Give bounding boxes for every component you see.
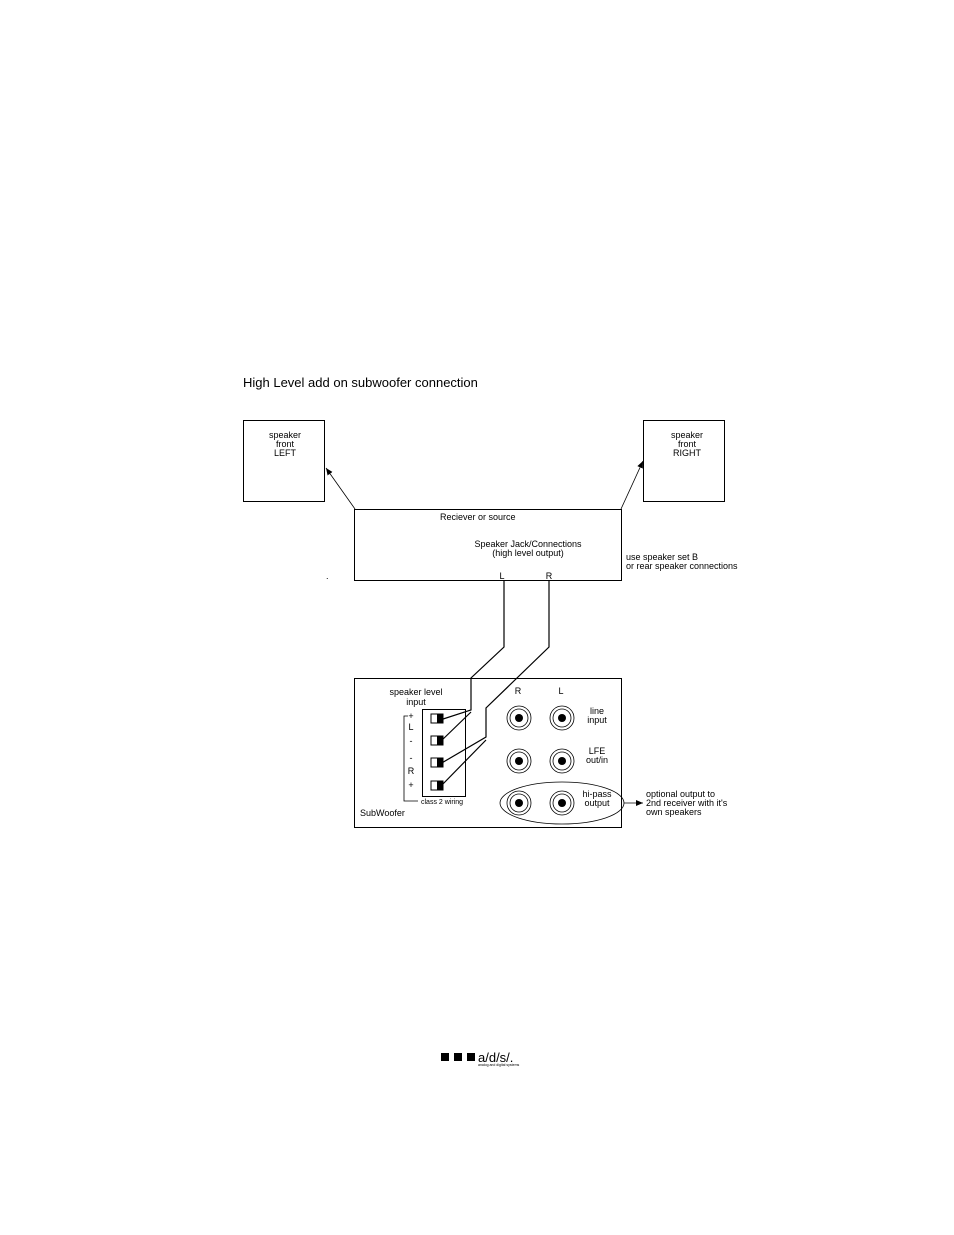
polarity-r-plus: + [408, 780, 413, 790]
polarity-r-minus: - [410, 753, 413, 763]
arrow-to-right-speaker [620, 460, 644, 510]
rca-jack-line-l [549, 705, 575, 731]
rca-column-l: L [558, 686, 563, 696]
lfe-label-2: out/in [586, 755, 608, 765]
rca-jack-line-r [506, 705, 532, 731]
optional-note-line1: optional output to [646, 789, 715, 799]
note-speaker-b-line1: use speaker set B [626, 552, 698, 562]
speaker-left-line1: speaker [269, 430, 301, 440]
polarity-l-minus: - [410, 736, 413, 746]
speaker-jack-sub: (high level output) [492, 548, 564, 558]
rca-jack-lfe-r [506, 748, 532, 774]
terminal-r-plus [430, 780, 444, 791]
speaker-right-line2: front [678, 439, 697, 449]
wire-right-channel-plus [439, 739, 487, 788]
speaker-level-label-1: speaker level [389, 687, 442, 697]
speaker-level-label-2: input [406, 697, 426, 707]
note-speaker-b-line2: or rear speaker connections [626, 561, 738, 571]
arrow-to-left-speaker [325, 467, 356, 510]
terminal-l-minus [430, 735, 444, 746]
diagram-title: High Level add on subwoofer connection [243, 375, 478, 390]
logo-square-1 [441, 1053, 449, 1061]
lfe-label-1: LFE [589, 746, 606, 756]
speaker-left-box [243, 420, 325, 502]
logo-square-2 [454, 1053, 462, 1061]
speaker-right-line3: RIGHT [673, 448, 702, 458]
wire-left-channel-minus [439, 711, 472, 743]
logo-text: a/d/s/. [478, 1050, 513, 1065]
class2-wiring-label: class 2 wiring [421, 799, 463, 806]
polarity-bracket [403, 715, 418, 802]
speaker-right-box [643, 420, 725, 502]
polarity-r: R [408, 766, 415, 776]
polarity-l-plus: + [408, 711, 413, 721]
receiver-box [354, 509, 622, 581]
receiver-terminal-r: R [546, 571, 553, 581]
line-input-label-2: input [587, 715, 607, 725]
rca-jack-hipass-l [549, 790, 575, 816]
hipass-label-1: hi-pass [582, 789, 612, 799]
polarity-l: L [408, 722, 413, 732]
subwoofer-box [354, 678, 622, 828]
speaker-left-line2: front [276, 439, 295, 449]
speaker-left-line3: LEFT [274, 448, 297, 458]
rca-jack-hipass-r [506, 790, 532, 816]
subwoofer-label: SubWoofer [360, 808, 405, 818]
terminal-r-minus [430, 757, 444, 768]
wire-right-channel [439, 581, 550, 765]
terminal-l-plus [430, 713, 444, 724]
logo-square-3 [467, 1053, 475, 1061]
optional-note-line2: 2nd receiver with it's [646, 798, 728, 808]
stray-dot: . [326, 571, 329, 581]
hipass-label-2: output [584, 798, 610, 808]
rca-column-r: R [515, 686, 522, 696]
terminal-block [422, 709, 466, 797]
logo-tagline: analog and digital systems [478, 1063, 519, 1067]
receiver-label: Reciever or source [440, 512, 516, 522]
rca-jack-lfe-l [549, 748, 575, 774]
ads-logo: a/d/s/. analog and digital systems [441, 1050, 519, 1067]
receiver-terminal-l: L [499, 571, 504, 581]
speaker-right-line1: speaker [671, 430, 703, 440]
optional-note-line3: own speakers [646, 807, 702, 817]
line-input-label-1: line [590, 706, 604, 716]
speaker-jack-label: Speaker Jack/Connections [474, 539, 582, 549]
